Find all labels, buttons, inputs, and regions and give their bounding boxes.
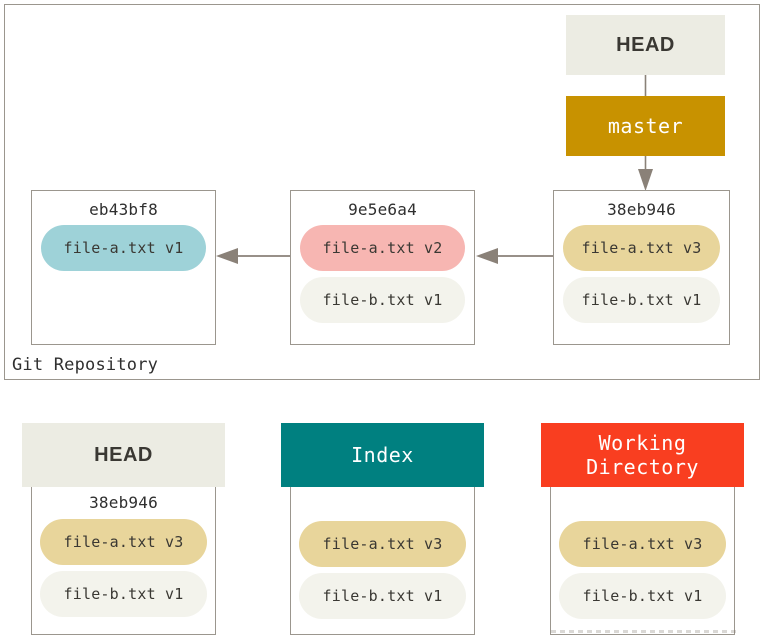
area-file-pill: file-b.txt v1	[559, 573, 726, 619]
area-head-body: 38eb946 file-a.txt v3 file-b.txt v1	[31, 487, 216, 635]
area-file-pill: file-b.txt v1	[299, 573, 466, 619]
area-index[interactable]: Index file-a.txt v3 file-b.txt v1	[281, 423, 484, 635]
area-file-pill: file-a.txt v3	[40, 519, 207, 565]
commit-sha: 38eb946	[607, 200, 676, 219]
area-index-header: Index	[281, 423, 484, 487]
commit-sha: eb43bf8	[89, 200, 158, 219]
commit-file-pill: file-b.txt v1	[563, 277, 720, 323]
area-working-directory-title-line2: Directory	[586, 455, 699, 479]
commit-file-pill: file-a.txt v3	[563, 225, 720, 271]
area-index-sha	[291, 495, 474, 515]
scan-artifact	[551, 630, 739, 633]
git-repository-label: Git Repository	[12, 355, 159, 375]
area-file-pill: file-b.txt v1	[40, 571, 207, 617]
head-ref-box[interactable]: HEAD	[566, 15, 725, 75]
head-ref-label: HEAD	[616, 33, 675, 56]
area-head-header: HEAD	[22, 423, 225, 487]
master-branch-label: master	[607, 114, 684, 138]
master-branch-box[interactable]: master	[566, 96, 725, 156]
area-file-pill: file-a.txt v3	[299, 521, 466, 567]
commit-box-eb43bf8[interactable]: eb43bf8 file-a.txt v1	[31, 190, 216, 345]
commit-file-pill: file-b.txt v1	[300, 277, 465, 323]
commit-box-9e5e6a4[interactable]: 9e5e6a4 file-a.txt v2 file-b.txt v1	[290, 190, 475, 345]
area-file-pill: file-a.txt v3	[559, 521, 726, 567]
area-working-directory-header: Working Directory	[541, 423, 744, 487]
commit-file-pill: file-a.txt v1	[41, 225, 206, 271]
area-head-sha: 38eb946	[89, 493, 158, 512]
commit-box-38eb946[interactable]: 38eb946 file-a.txt v3 file-b.txt v1	[553, 190, 730, 345]
area-working-directory-title-line1: Working	[598, 431, 687, 455]
area-working-directory-body: file-a.txt v3 file-b.txt v1	[550, 487, 735, 635]
area-working-directory[interactable]: Working Directory file-a.txt v3 file-b.t…	[541, 423, 744, 635]
area-index-title: Index	[351, 443, 414, 467]
area-working-directory-sha	[551, 495, 734, 515]
area-head[interactable]: HEAD 38eb946 file-a.txt v3 file-b.txt v1	[22, 423, 225, 635]
commit-file-pill: file-a.txt v2	[300, 225, 465, 271]
commit-sha: 9e5e6a4	[348, 200, 417, 219]
area-head-title: HEAD	[94, 444, 153, 466]
area-index-body: file-a.txt v3 file-b.txt v1	[290, 487, 475, 635]
